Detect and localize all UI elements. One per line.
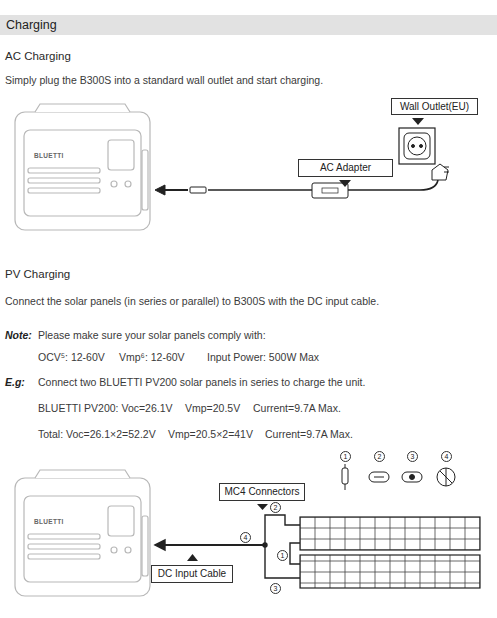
callout-label: DC Input Cable bbox=[158, 568, 226, 580]
note-label: Note: bbox=[5, 329, 32, 342]
body-text: Connect two BLUETTI PV200 solar panels i… bbox=[38, 376, 365, 389]
brand-logo: BLUETTI bbox=[34, 518, 64, 526]
callout-number: 4 bbox=[441, 451, 452, 462]
spec-text: Current=9.7A Max. bbox=[253, 402, 341, 415]
callout-box: AC Adapter bbox=[298, 159, 393, 177]
example-label: E.g: bbox=[5, 376, 25, 389]
heading-bar bbox=[0, 15, 497, 35]
brand-logo: BLUETTI bbox=[34, 152, 64, 160]
spec-text: Vmp⁶: 12-60V bbox=[119, 351, 185, 364]
spec-text: Current=9.7A Max. bbox=[265, 428, 353, 441]
spec-text: Total: Voc=26.1×2=52.2V bbox=[38, 428, 156, 441]
wall-outlet bbox=[399, 128, 435, 164]
callout-number: 3 bbox=[270, 583, 281, 594]
subheading: AC Charging bbox=[5, 50, 71, 63]
callout-number: 1 bbox=[277, 550, 288, 561]
spec-text: BLUETTI PV200: Voc=26.1V bbox=[38, 402, 173, 415]
callout-number: 3 bbox=[407, 451, 418, 462]
connector-icon bbox=[342, 464, 455, 490]
callout-box: DC Input Cable bbox=[151, 565, 233, 583]
spec-text: Input Power: 500W Max bbox=[207, 351, 319, 364]
body-text: Simply plug the B300S into a standard wa… bbox=[5, 74, 323, 87]
callout-number: 4 bbox=[240, 532, 251, 543]
callout-label: Wall Outlet(EU) bbox=[400, 101, 469, 113]
body-text: Connect the solar panels (in series or p… bbox=[5, 295, 379, 308]
callout-number: 2 bbox=[270, 502, 281, 513]
subheading: PV Charging bbox=[5, 268, 70, 281]
callout-label: AC Adapter bbox=[320, 162, 371, 174]
callout-number: 1 bbox=[340, 451, 351, 462]
battery-unit bbox=[15, 104, 150, 230]
spec-text: Vmp=20.5V bbox=[185, 402, 240, 415]
body-text: Please make sure your solar panels compl… bbox=[38, 329, 266, 342]
spec-text: OCV⁵: 12-60V bbox=[38, 351, 105, 364]
callout-label: MC4 Connectors bbox=[224, 486, 299, 498]
solar-panel bbox=[300, 517, 480, 588]
callout-box: Wall Outlet(EU) bbox=[391, 98, 478, 115]
section-heading: Charging bbox=[6, 18, 57, 32]
callout-number: 2 bbox=[374, 451, 385, 462]
callout-box: MC4 Connectors bbox=[219, 483, 305, 501]
spec-text: Vmp=20.5×2=41V bbox=[168, 428, 253, 441]
battery-unit bbox=[15, 470, 150, 596]
